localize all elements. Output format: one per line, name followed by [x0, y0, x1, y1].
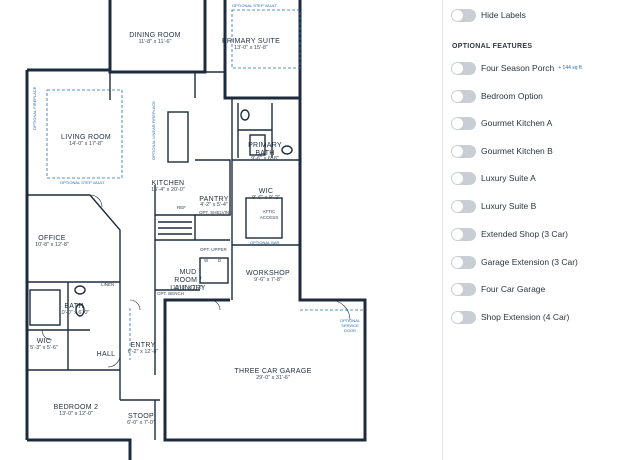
hall-label: HALL [96, 351, 116, 358]
feature-label: Gourmet Kitchen B [481, 146, 553, 156]
feature-four-season-porch[interactable]: Four Season Porch + 144 sq ft [451, 60, 582, 76]
opt-service-door: OPTIONAL SERVICE DOOR [339, 318, 361, 333]
feature-label: Shop Extension (4 Car) [481, 312, 570, 322]
opt-upper-label: OPT. UPPER [200, 247, 227, 252]
feature-toggle[interactable] [451, 89, 476, 103]
opt-linear-fireplace: OPTIONAL LINEAR FIREPLACE [151, 101, 156, 160]
feature-shop-extension[interactable]: Shop Extension (4 Car) [451, 309, 569, 325]
wic-primary-label: WIC [258, 188, 274, 195]
optional-features-heading: OPTIONAL FEATURES [452, 43, 533, 50]
feature-toggle[interactable] [451, 171, 476, 185]
office-label: OFFICE [38, 235, 66, 242]
pantry-label: PANTRY [199, 196, 229, 203]
feature-gourmet-kitchen-a[interactable]: Gourmet Kitchen A [451, 115, 552, 131]
feature-bedroom-option[interactable]: Bedroom Option [451, 88, 543, 104]
bedroom-2-dim: 13'-0" x 12'-0" [59, 411, 93, 417]
feature-label: Extended Shop (3 Car) [481, 229, 568, 239]
hide-labels-toggle-row[interactable]: Hide Labels [451, 7, 526, 23]
toggle-knob [452, 62, 463, 74]
bath-dim: 10'-0" x 6'-0" [58, 310, 90, 316]
feature-label: Garage Extension (3 Car) [481, 257, 578, 267]
feature-garage-extension[interactable]: Garage Extension (3 Car) [451, 254, 578, 270]
garage-label: THREE CAR GARAGE [234, 368, 312, 375]
toggle-knob [452, 117, 463, 129]
primary-bath-dim: 9'-6" x 6'-8" [251, 156, 279, 162]
opt-bench-label: OPT. BENCH [157, 291, 185, 296]
panel-divider [442, 0, 443, 460]
options-panel: Hide Labels OPTIONAL FEATURES Four Seaso… [443, 0, 640, 460]
dining-room-label: DINING ROOM [129, 32, 181, 39]
opt-step-vault-living: OPTIONAL STEP VAULT [60, 180, 105, 185]
feature-gourmet-kitchen-b[interactable]: Gourmet Kitchen B [451, 143, 553, 159]
toggle-knob [452, 228, 463, 240]
dining-room-dim: 11'-8" x 11'-6" [138, 39, 172, 45]
garage-dim: 29'-0" x 31'-6" [256, 375, 290, 381]
washer-label: W [204, 258, 209, 263]
feature-toggle[interactable] [451, 144, 476, 158]
feature-toggle[interactable] [451, 255, 476, 269]
linen-label: LINEN [101, 282, 115, 287]
toggle-knob [452, 256, 463, 268]
toggle-knob [452, 172, 463, 184]
toggle-knob [452, 9, 463, 21]
feature-toggle[interactable] [451, 116, 476, 130]
primary-suite-label: PRIMARY SUITE [221, 38, 281, 45]
feature-four-car-garage[interactable]: Four Car Garage [451, 281, 545, 297]
primary-suite-dim: 13'-0" x 15'-8" [234, 45, 268, 51]
living-room-label: LIVING ROOM [61, 134, 111, 141]
entry-dim: 6'-2" x 12'-8" [127, 349, 159, 355]
opt-fireplace: OPTIONAL FIREPLACE [32, 86, 37, 130]
stoop-dim: 6'-0" x 7'-0" [127, 420, 155, 426]
wic-small-label: WIC [36, 338, 52, 345]
entry-label: ENTRY [130, 342, 156, 349]
mudroom-label: MUD ROOM / LAUNDRY [170, 269, 206, 292]
hide-labels-label: Hide Labels [481, 10, 526, 20]
floor-plan-drawing [25, 0, 367, 460]
feature-toggle[interactable] [451, 310, 476, 324]
feature-toggle[interactable] [451, 282, 476, 296]
kitchen-label: KITCHEN [151, 180, 185, 187]
feature-label: Four Car Garage [481, 284, 546, 294]
feature-toggle[interactable] [451, 199, 476, 213]
feature-toggle[interactable] [451, 61, 476, 75]
feature-label: Bedroom Option [481, 91, 543, 101]
bedroom-2-label: BEDROOM 2 [53, 404, 99, 411]
workshop-label: WORKSHOP [245, 270, 291, 277]
toggle-knob [452, 283, 463, 295]
opt-shelving-label: OPT. SHELVING [199, 210, 233, 215]
dryer-label: D [218, 258, 222, 263]
feature-luxury-suite-b[interactable]: Luxury Suite B [451, 198, 536, 214]
floor-plan: DINING ROOM 11'-8" x 11'-6" PRIMARY SUIT… [25, 0, 367, 460]
toggle-knob [452, 90, 463, 102]
opt-step-vault-suite: OPTIONAL STEP VAULT [232, 3, 277, 8]
feature-label: Gourmet Kitchen A [481, 118, 553, 128]
mudroom-dim: 10'-8" x 7'-2" [172, 285, 204, 291]
wic-small-dim: 5'-3" x 5'-6" [30, 345, 58, 351]
opt-bar: OPTIONAL BAR [250, 240, 280, 245]
workshop-dim: 9'-6" x 7'-8" [254, 277, 282, 283]
wic-primary-dim: 9'-6" x 9'-2" [252, 195, 280, 201]
feature-label: Luxury Suite B [481, 201, 537, 211]
living-room-dim: 14'-0" x 17'-8" [69, 141, 103, 147]
toggle-knob [452, 311, 463, 323]
office-dim: 10'-8" x 12'-8" [35, 242, 69, 248]
stoop-label: STOOP [128, 413, 154, 420]
feature-extra: + 144 sq ft [558, 65, 582, 71]
toggle-knob [452, 145, 463, 157]
kitchen-dim: 16'-4" x 20'-0" [151, 187, 185, 193]
attic-access-label: ATTIC ACCESS [259, 209, 279, 220]
feature-toggle[interactable] [451, 227, 476, 241]
ref-label: REF [177, 205, 186, 210]
pantry-dim: 4'-2" x 5'-4" [200, 202, 228, 208]
toggle-knob [452, 200, 463, 212]
feature-label: Luxury Suite A [481, 173, 536, 183]
bath-label: BATH [64, 303, 84, 310]
feature-extended-shop[interactable]: Extended Shop (3 Car) [451, 226, 568, 242]
hide-labels-toggle[interactable] [451, 8, 476, 22]
feature-label: Four Season Porch [481, 63, 555, 73]
primary-bath-label: PRIMARY BATH [248, 142, 282, 157]
feature-luxury-suite-a[interactable]: Luxury Suite A [451, 170, 536, 186]
